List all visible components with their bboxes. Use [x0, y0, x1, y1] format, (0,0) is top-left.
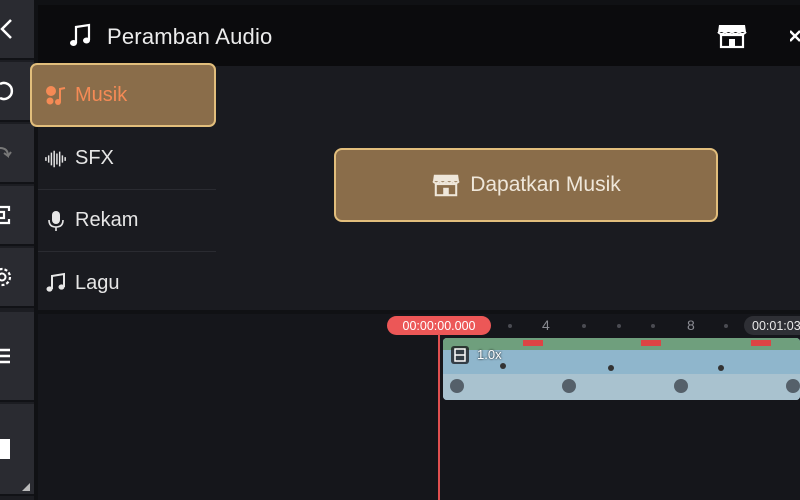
- category-item-rekam[interactable]: Rekam: [38, 190, 216, 252]
- category-label: Musik: [75, 83, 128, 106]
- clip-type-icon: [451, 346, 469, 364]
- audio-category-list: Musik SFX Rekam Lagu: [30, 63, 216, 310]
- ruler-tick-label: 8: [687, 317, 695, 333]
- clip-speed-label: 1.0x: [477, 347, 502, 362]
- end-time-badge: 00:01:03: [744, 316, 800, 335]
- clip-thumbnail: [667, 338, 779, 400]
- get-music-button[interactable]: Dapatkan Musik: [334, 148, 718, 222]
- back-icon: [0, 19, 12, 39]
- video-clip[interactable]: 1.0x: [443, 338, 800, 400]
- ruler-tick-label: 4: [542, 317, 550, 333]
- capture-icon: [0, 205, 11, 225]
- ruler-dot: [508, 324, 512, 328]
- waveform-icon: [45, 148, 67, 170]
- undo-button[interactable]: [0, 62, 34, 122]
- undo-icon: [0, 81, 14, 101]
- category-item-lagu[interactable]: Lagu: [38, 252, 216, 314]
- category-label: SFX: [75, 147, 114, 169]
- settings-icon: [0, 267, 12, 287]
- current-time-badge: 00:00:00.000: [387, 316, 491, 335]
- category-label: Rekam: [75, 209, 139, 231]
- ruler-dot: [582, 324, 586, 328]
- close-icon[interactable]: [790, 25, 800, 47]
- clip-thumbnail: [779, 338, 800, 400]
- stop-button[interactable]: [0, 404, 34, 496]
- capture-button[interactable]: [0, 186, 34, 246]
- page-title: Peramban Audio: [107, 24, 273, 49]
- store-icon[interactable]: [716, 22, 748, 50]
- music-note-icon: [45, 272, 67, 294]
- music-bubbles-icon: [45, 84, 67, 106]
- category-item-sfx[interactable]: SFX: [38, 128, 216, 190]
- category-item-musik[interactable]: Musik: [30, 63, 216, 127]
- back-button[interactable]: [0, 0, 34, 60]
- ruler-dot: [651, 324, 655, 328]
- audio-content-panel: Dapatkan Musik: [216, 66, 800, 310]
- timeline[interactable]: 00:00:00.000 4 8 00:01:03: [38, 314, 800, 500]
- settings-button[interactable]: [0, 248, 34, 308]
- audio-browser-header: Peramban Audio: [38, 5, 800, 66]
- microphone-icon: [45, 210, 67, 232]
- redo-icon: [0, 147, 12, 159]
- ruler-dot: [724, 324, 728, 328]
- category-label: Lagu: [75, 271, 120, 294]
- clip-thumbnail: [443, 338, 555, 400]
- get-music-label: Dapatkan Musik: [470, 173, 621, 196]
- redo-button[interactable]: [0, 124, 34, 184]
- store-icon: [432, 174, 460, 197]
- layers-button[interactable]: [0, 312, 34, 402]
- layers-icon: [0, 348, 10, 364]
- left-toolbar: [0, 0, 34, 500]
- music-note-icon: [70, 23, 91, 46]
- playhead[interactable]: [438, 334, 440, 500]
- stop-icon: [0, 439, 30, 491]
- clip-thumbnail: [555, 338, 667, 400]
- ruler-dot: [617, 324, 621, 328]
